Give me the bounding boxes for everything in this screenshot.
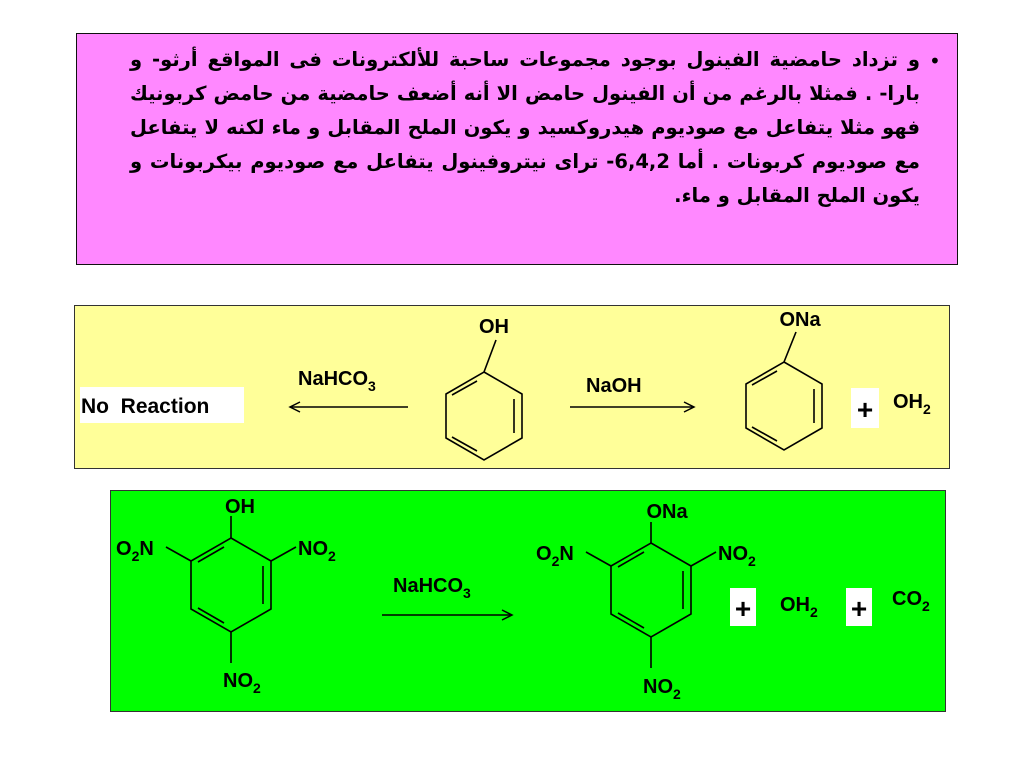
picric-left-no2-label: O2N — [116, 538, 154, 564]
picric-acid-reaction-panel — [110, 490, 946, 712]
arabic-paragraph: و تزداد حامضية الفينول بوجود مجموعات ساح… — [130, 48, 920, 207]
picrate-ring — [585, 522, 717, 668]
left-no2-bond — [165, 546, 192, 562]
picric-bottom-no2-label: NO2 — [223, 670, 261, 696]
sodium-phenoxide-structure: ONa — [745, 309, 823, 451]
no-reaction-label: No Reaction — [81, 395, 209, 418]
ona-bond — [783, 331, 797, 363]
left-no2-bond — [585, 551, 612, 567]
phenol-oh-label: OH — [479, 316, 509, 338]
picric-oh-label: OH — [225, 496, 255, 518]
plus-sign: + — [851, 593, 867, 624]
phenoxide-ona-label: ONa — [779, 309, 821, 331]
reagent-main: NaHCO — [393, 575, 463, 597]
reagent-subscript: 3 — [463, 585, 471, 601]
co2-subscript: 2 — [922, 598, 930, 614]
phenol-ring — [445, 339, 523, 461]
water-subscript: 2 — [923, 401, 931, 417]
oh-bond — [483, 339, 497, 373]
reagent-subscript: 3 — [368, 378, 376, 394]
text-panel — [76, 33, 958, 265]
svg-text:OH2: OH2 — [893, 391, 931, 417]
picrate-ona-label: ONa — [646, 501, 688, 523]
nahco3-reagent-picric: NaHCO3 — [393, 575, 471, 601]
plus-sign: + — [857, 394, 873, 425]
left-arrow — [288, 401, 408, 413]
phenol-reactant-structure: OH — [445, 316, 523, 461]
water-subscript: 2 — [810, 604, 818, 620]
right-no2-bond — [690, 551, 717, 567]
water-product-phenol: OH2 — [893, 391, 931, 417]
svg-text:OH2: OH2 — [780, 594, 818, 620]
plus-box-picric-2: + — [846, 588, 872, 626]
plus-box-phenol: + — [851, 388, 879, 428]
reagent-main: NaHCO — [298, 368, 368, 390]
right-arrow-picric — [382, 609, 514, 621]
naoh-reagent: NaOH — [586, 375, 642, 397]
no-reaction-box: No Reaction — [80, 387, 244, 423]
picric-right-no2-label: NO2 — [298, 538, 336, 564]
water-product-picric: OH2 — [780, 594, 818, 620]
svg-text:CO2: CO2 — [892, 588, 930, 614]
picrate-left-no2-label: O2N — [536, 543, 574, 569]
picrate-bottom-no2-label: NO2 — [643, 676, 681, 702]
water-main: OH — [780, 594, 810, 616]
water-main: OH — [893, 391, 923, 413]
plus-box-picric-1: + — [730, 588, 756, 626]
right-arrow-phenol — [570, 401, 696, 413]
phenoxide-ring — [745, 331, 823, 451]
picrate-right-no2-label: NO2 — [718, 543, 756, 569]
picric-acid-structure: OH O2N NO2 NO2 — [116, 496, 336, 696]
picric-ring — [165, 516, 297, 663]
co2-product: CO2 — [892, 588, 930, 614]
svg-text:NaHCO3: NaHCO3 — [393, 575, 471, 601]
nahco3-reagent-phenol: NaHCO3 — [298, 368, 376, 394]
co2-main: CO — [892, 588, 922, 610]
sodium-picrate-structure: ONa O2N NO2 NO2 — [536, 501, 756, 702]
bullet-point: • — [929, 49, 941, 73]
plus-sign: + — [735, 593, 751, 624]
right-no2-bond — [270, 546, 297, 562]
svg-text:NaHCO3: NaHCO3 — [298, 368, 376, 394]
